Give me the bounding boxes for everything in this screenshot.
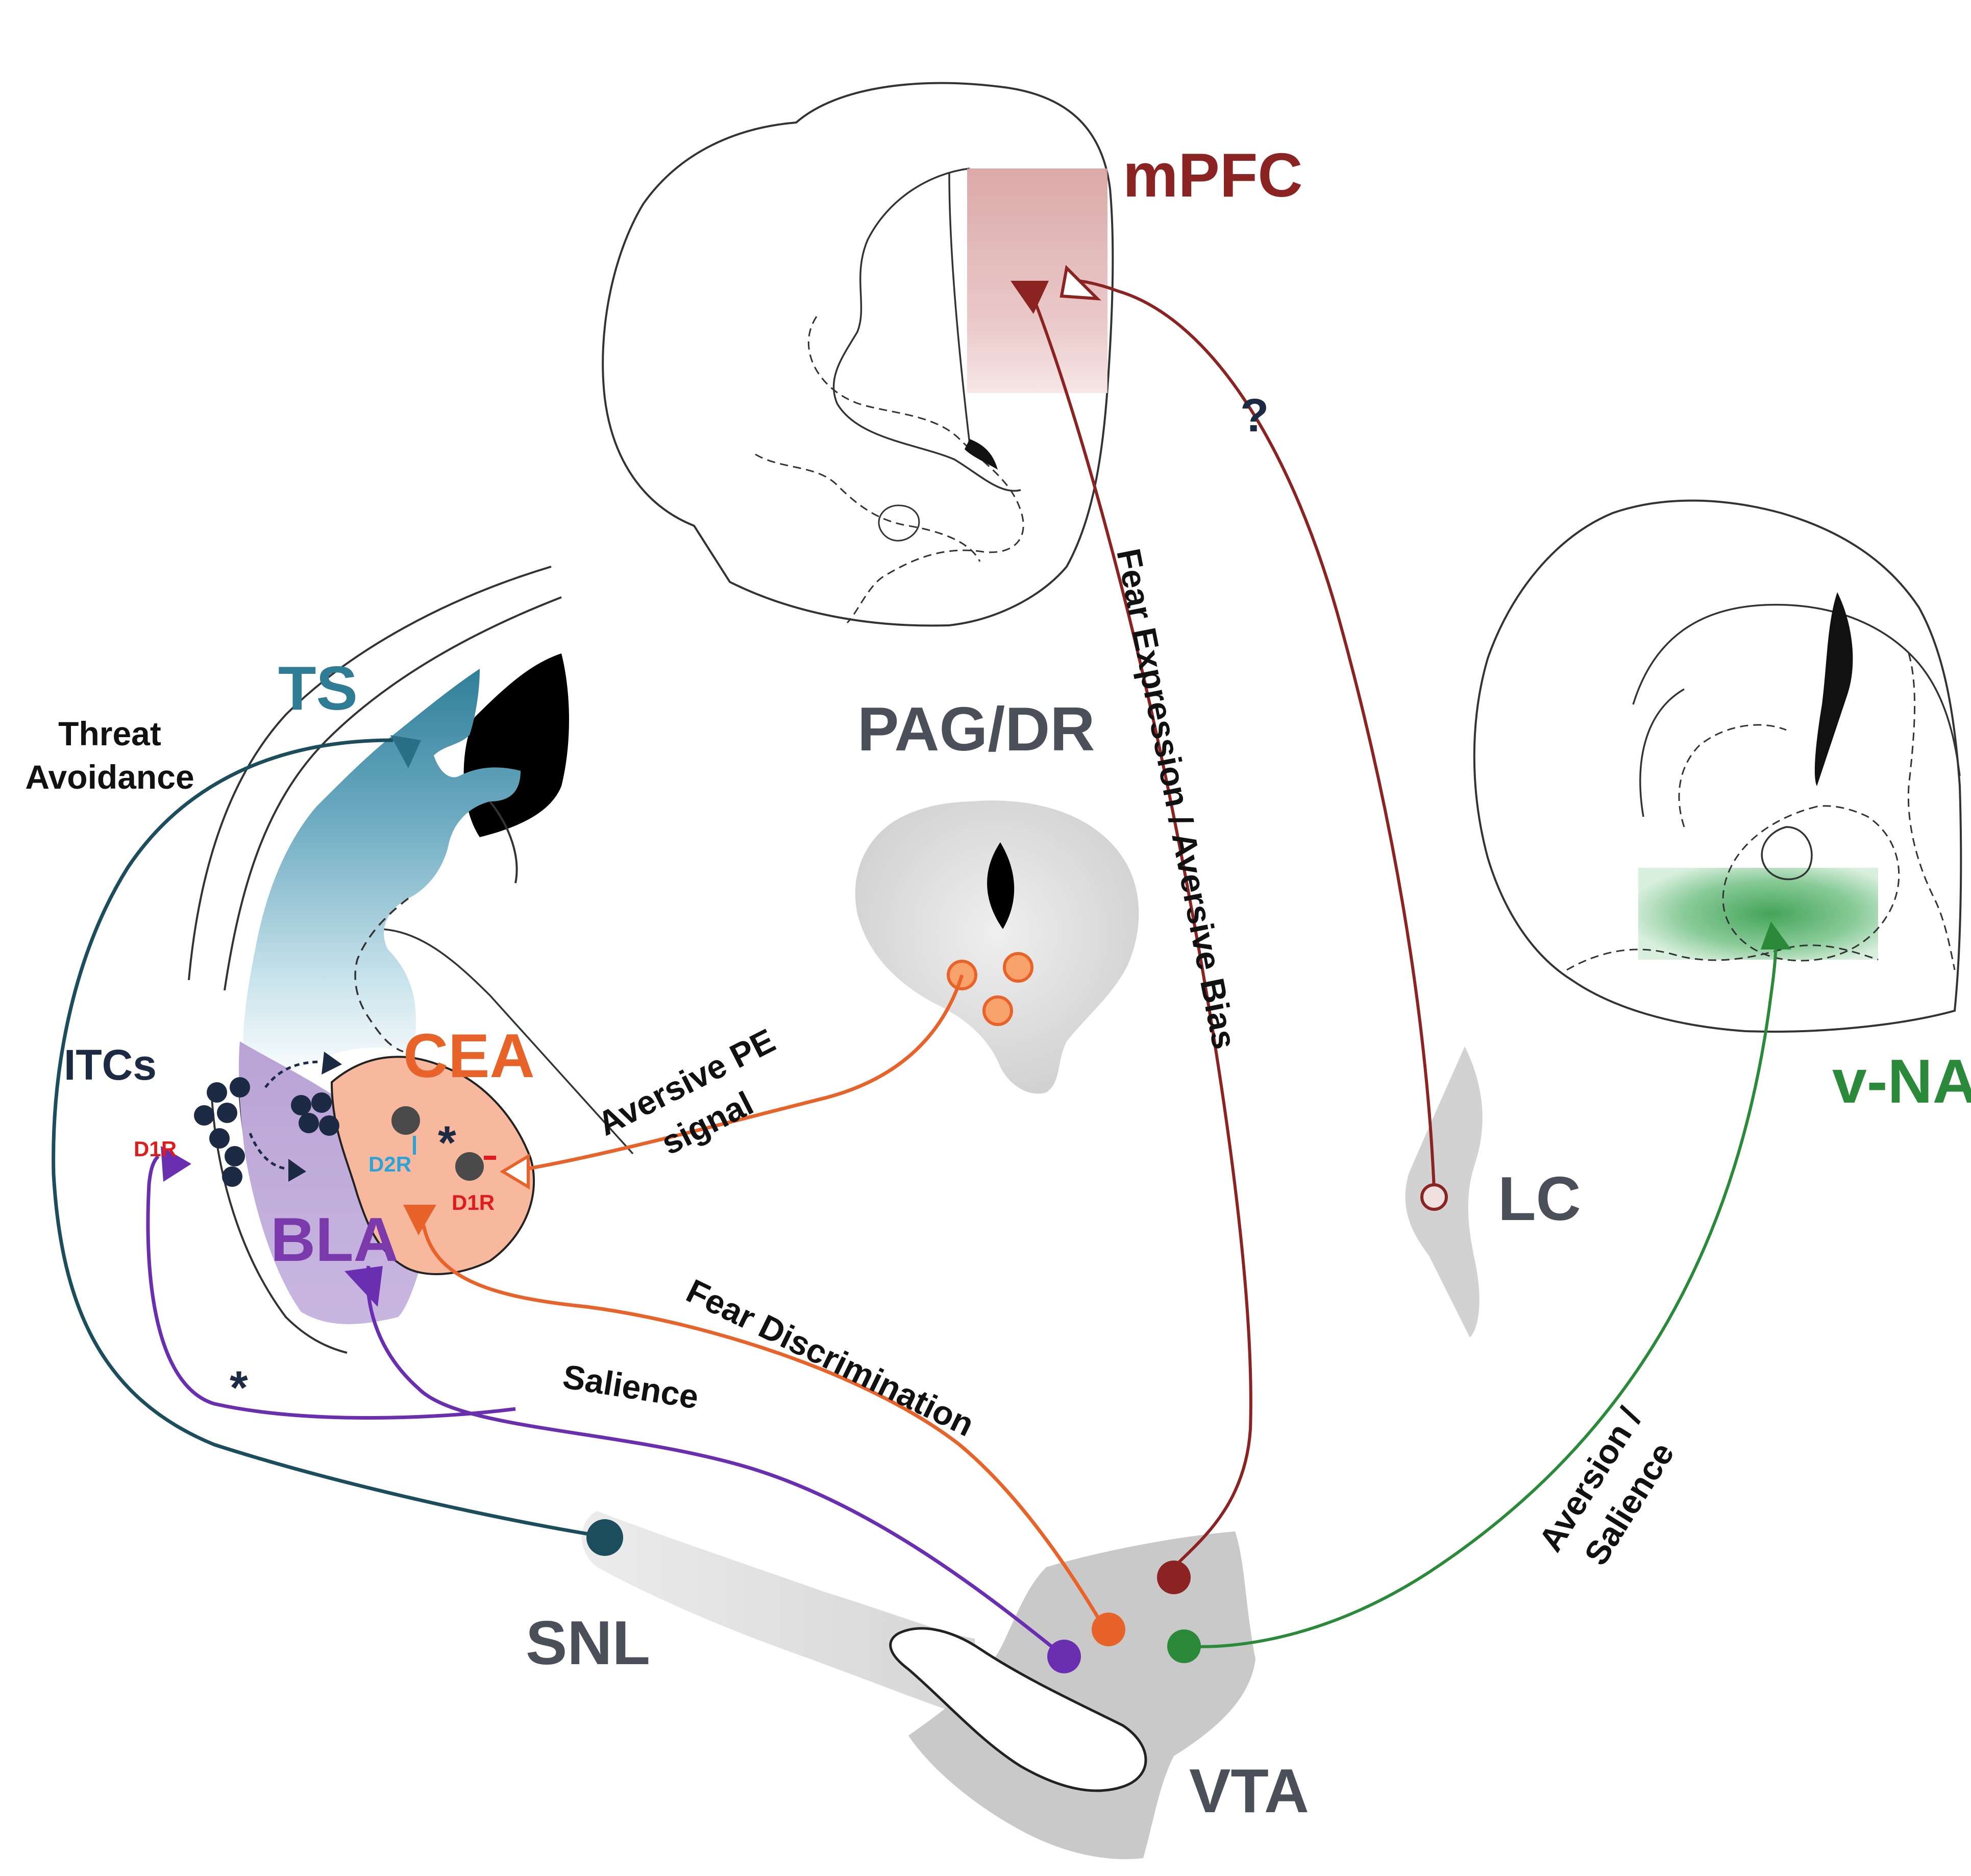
- snl-vta-region: [582, 1511, 1255, 1859]
- lc-label: LC: [1498, 1164, 1581, 1233]
- pag-dr-region: [855, 800, 1139, 1094]
- lc-source-dot: [1420, 1183, 1448, 1211]
- ts-label: TS: [278, 653, 358, 723]
- vta-aversion-dot: [1167, 1629, 1201, 1663]
- cea-label: CEA: [403, 1021, 535, 1090]
- snl-label: SNL: [526, 1608, 650, 1677]
- threat-avoidance-label-line1: Threat: [58, 715, 161, 752]
- itc-arrowhead: [161, 1146, 191, 1182]
- vnac-brain-section: [1473, 499, 1962, 1033]
- vnac-arrowhead: [1761, 921, 1791, 949]
- mpfc-brain-section: [602, 82, 1114, 627]
- vnac-label: v-NAc: [1832, 1046, 1971, 1116]
- bla-shaded-region: [239, 1041, 429, 1324]
- fear-expression-pathway: [1029, 290, 1252, 1569]
- d1r-cea-label: D1R: [452, 1190, 495, 1214]
- mpfc-fear-arrowhead: [1011, 281, 1049, 314]
- fear-discrimination-pathway: [422, 1225, 1110, 1635]
- lc-to-mpfc-pathway: [1069, 278, 1436, 1190]
- amygdala-section: [188, 566, 634, 1354]
- cea-d2r-neuron: [391, 1106, 420, 1135]
- fear-discrimination-label: Fear Discrimination: [681, 1272, 980, 1444]
- salience-asterisk: *: [230, 1362, 248, 1414]
- fear-expression-label: Fear Expression / Aversive Bias: [1110, 546, 1244, 1052]
- vta-salience-dot: [1047, 1640, 1081, 1673]
- bla-arrowhead: [344, 1266, 383, 1307]
- aversive-pe-pathway: [525, 974, 964, 1171]
- pag-neuron-2: [1003, 952, 1033, 983]
- itcs-label: ITCs: [64, 1041, 157, 1089]
- cea-d1r-neuron: [455, 1152, 484, 1181]
- vta-label: VTA: [1189, 1756, 1309, 1825]
- cea-asterisk: *: [438, 1117, 456, 1169]
- cea-shaded-region: [330, 1056, 535, 1276]
- d2r-cea-label: D2R: [368, 1152, 411, 1176]
- itc-cells: [194, 1077, 339, 1187]
- mpfc-label: mPFC: [1123, 140, 1302, 210]
- snl-source-dot: [586, 1519, 623, 1556]
- pag-neuron-3: [982, 995, 1013, 1026]
- threat-avoidance-pathway: [52, 738, 605, 1539]
- bla-label: BLA: [270, 1205, 399, 1274]
- ts-arrowhead: [390, 735, 421, 768]
- salience-pathway: [366, 1265, 1066, 1658]
- mpfc-lc-arrowhead: [1060, 264, 1101, 301]
- vta-fear-discrimination-dot: [1092, 1613, 1125, 1646]
- vta-region: [908, 1531, 1255, 1859]
- itc-inhibitory-arrow-upper: [264, 1060, 322, 1088]
- question-label: ?: [1240, 389, 1269, 442]
- aversion-salience-pathway: [1189, 934, 1778, 1648]
- threat-avoidance-label-line2: Avoidance: [25, 758, 194, 796]
- snl-region: [582, 1511, 980, 1720]
- cea-pe-arrowhead: [500, 1153, 530, 1190]
- ts-shaded-region: [243, 669, 521, 1082]
- salience-label: Salience: [560, 1357, 701, 1416]
- cea-fear-arrowhead: [403, 1205, 436, 1235]
- salience-star-pathway: [146, 1155, 516, 1420]
- d1r-itc-label: D1R: [134, 1137, 177, 1161]
- vnac-shaded-region: [1638, 868, 1878, 960]
- pag-dr-label: PAG/DR: [857, 694, 1095, 764]
- vta-fear-expression-dot: [1157, 1561, 1191, 1594]
